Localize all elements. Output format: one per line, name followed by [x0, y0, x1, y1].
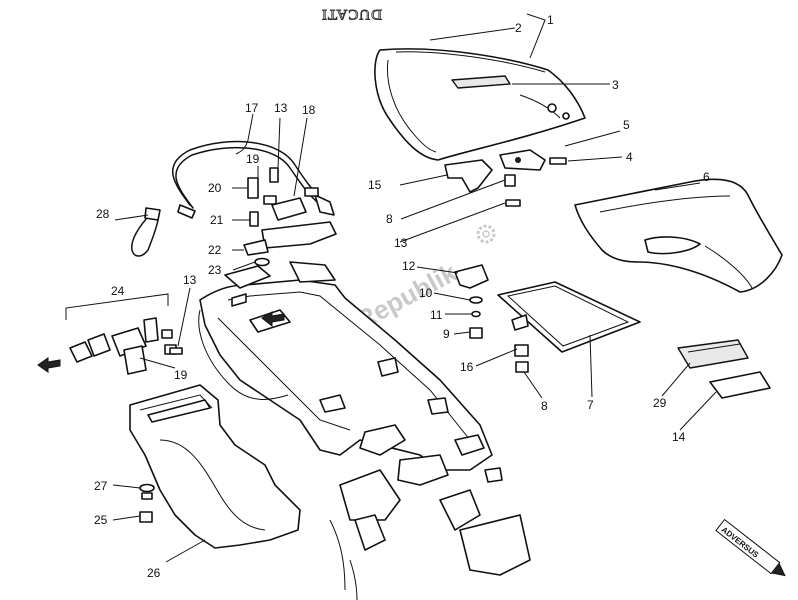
label-21: 21 [210, 213, 224, 227]
label-19-top: 19 [246, 152, 260, 166]
label-5: 5 [623, 118, 630, 132]
label-26: 26 [147, 566, 161, 580]
under-tray [129, 384, 301, 549]
label-22: 22 [208, 243, 222, 257]
seat-brackets [444, 149, 567, 207]
tail-cover: DUCATI [321, 6, 586, 161]
label-8-lower: 8 [541, 399, 548, 413]
label-2: 2 [515, 21, 522, 35]
fasteners-25-27 [139, 483, 155, 523]
safety-wire-28 [131, 207, 161, 257]
label-11: 11 [430, 308, 443, 322]
seat-pad [574, 178, 783, 293]
label-27: 27 [94, 479, 108, 493]
callouts [112, 13, 717, 563]
label-13-left: 13 [183, 273, 197, 287]
label-14: 14 [672, 430, 686, 444]
arrow-left-icon [37, 357, 61, 373]
lock-assembly-18 [243, 167, 337, 267]
label-29: 29 [653, 396, 667, 410]
direction-stamp: ADVERSUS [715, 518, 786, 577]
label-6: 6 [703, 170, 710, 184]
label-9: 9 [443, 327, 450, 341]
tool-kit [677, 339, 771, 399]
label-23: 23 [208, 263, 222, 277]
label-4: 4 [626, 150, 633, 164]
label-8-upper: 8 [386, 212, 393, 226]
label-13-mid: 13 [394, 236, 408, 250]
label-18: 18 [302, 103, 316, 117]
gear-watermark-icon [476, 224, 496, 244]
label-28: 28 [96, 207, 110, 221]
label-17: 17 [245, 101, 259, 115]
label-12: 12 [402, 259, 416, 273]
callout-labels: 1 2 3 4 5 6 7 8 8 9 10 11 12 13 13 13 14… [94, 13, 710, 580]
arrow-left-icon-2 [261, 311, 285, 328]
tray-panel [497, 281, 641, 353]
seat-release-cable [171, 140, 335, 219]
label-25: 25 [94, 513, 108, 527]
label-13-top: 13 [274, 101, 288, 115]
label-16: 16 [460, 360, 474, 374]
label-20: 20 [208, 181, 222, 195]
label-10: 10 [419, 286, 433, 300]
label-3: 3 [612, 78, 619, 92]
lock-cylinder-group [65, 293, 183, 375]
label-7: 7 [587, 398, 594, 412]
brand-lettering: DUCATI [321, 6, 382, 22]
reflector-plate [451, 75, 511, 89]
label-1: 1 [547, 13, 554, 27]
label-15: 15 [368, 178, 382, 192]
small-bracket-12 [454, 264, 529, 373]
label-19-bottom: 19 [174, 368, 188, 382]
label-24: 24 [111, 284, 125, 298]
